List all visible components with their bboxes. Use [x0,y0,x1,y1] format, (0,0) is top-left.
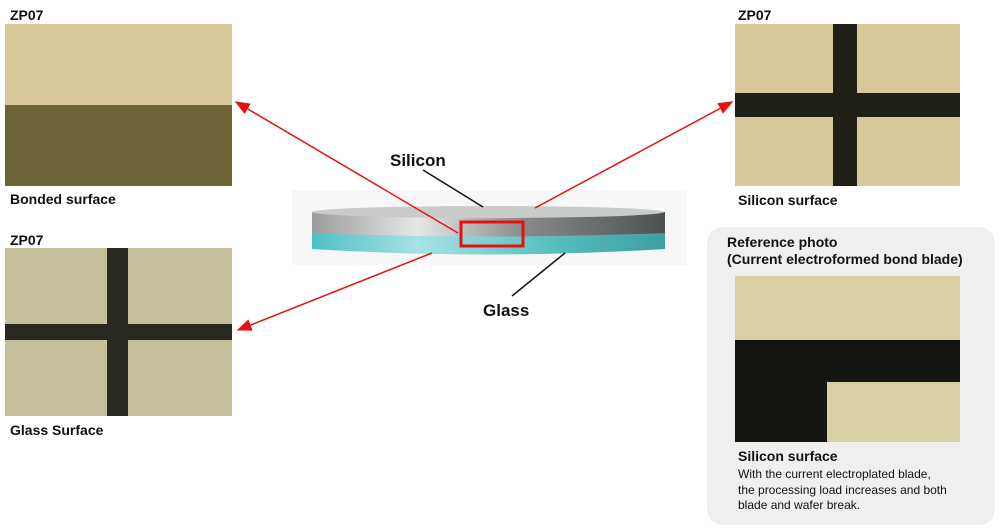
glass-layer [312,233,665,255]
glass-model-label: ZP07 [10,232,44,248]
silicon-label: Silicon [390,151,446,170]
reference-photo [735,276,960,442]
bonded-model-label: ZP07 [10,7,44,23]
highlight-box [459,220,525,248]
silicon-top [312,206,664,218]
reference-caption: Silicon surface [738,448,838,464]
desc-line: the processing load increases and both [738,482,947,497]
arrow-to-glass [236,252,433,331]
silicon-layer [312,212,665,237]
arrow-to-silicon [534,101,734,209]
glass-caption: Glass Surface [10,422,104,438]
silicon-surface-photo [735,24,960,186]
silicon-model-label: ZP07 [738,7,772,23]
glass-label: Glass [483,301,530,320]
reference-subtitle: (Current electroformed bond blade) [727,251,963,267]
glass-surface-photo [5,248,232,416]
desc-line: With the current electroplated blade, [738,467,931,481]
silicon-caption: Silicon surface [738,192,838,208]
bonded-surface-photo [5,24,232,186]
reference-title: Reference photo [727,234,838,250]
silicon-leader-line [422,169,484,208]
arrow-to-bonded [234,101,459,234]
bonded-caption: Bonded surface [10,191,116,207]
desc-line: blade and wafer break. [738,498,861,512]
glass-leader-line [511,252,566,297]
reference-description: With the current electroplated blade, th… [738,467,947,514]
